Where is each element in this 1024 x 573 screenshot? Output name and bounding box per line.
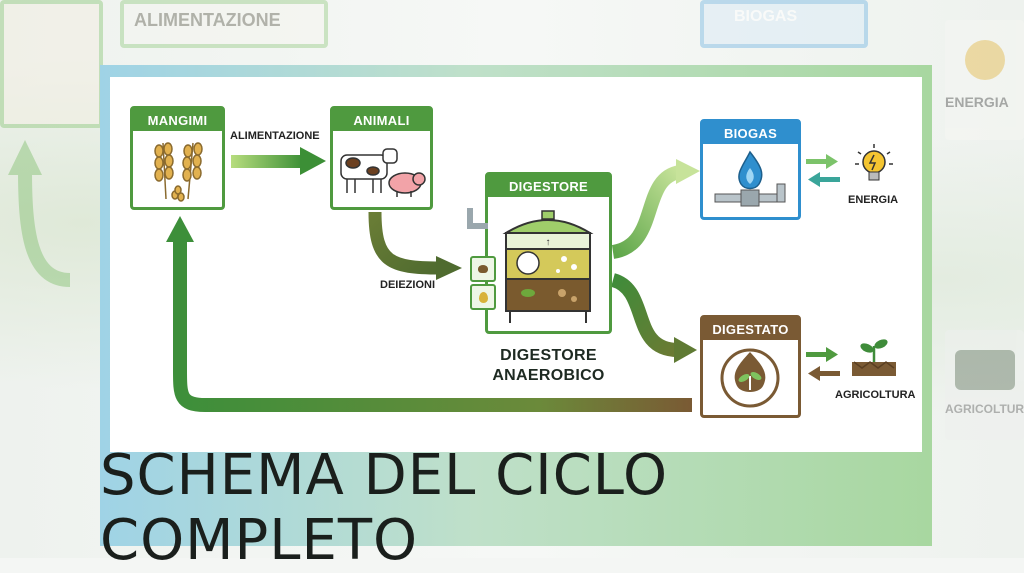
lightbulb-icon <box>855 144 893 181</box>
manure-dot <box>478 265 488 273</box>
oil-drop-shape <box>478 291 488 303</box>
flow-arrows <box>166 147 840 412</box>
label-digestore-anaerobico-2: ANAEROBICO <box>492 367 605 384</box>
svg-text:↑: ↑ <box>546 237 551 248</box>
node-mangimi-title: MANGIMI <box>133 109 222 131</box>
label-digestore-anaerobico-1: DIGESTORE <box>500 347 597 364</box>
manure-icon <box>470 256 496 282</box>
digester-tank-icon: ↑ <box>502 210 594 323</box>
background-label-alimentazione: ALIMENTAZIONE <box>134 10 281 30</box>
sprout-drop-icon <box>720 348 780 408</box>
plant-soil-icon <box>852 339 896 376</box>
arrow-deiezioni <box>368 211 462 280</box>
arrow-return-to-mangimi <box>166 216 692 412</box>
label-alimentazione: ALIMENTAZIONE <box>230 130 320 142</box>
arrow-alimentazione <box>231 147 326 175</box>
node-digestato-title: DIGESTATO <box>703 318 798 340</box>
background-card-right-bottom: AGRICOLTURA <box>945 330 1024 440</box>
node-biogas-title: BIOGAS <box>703 122 798 144</box>
label-deiezioni: DEIEZIONI <box>380 279 436 291</box>
label-agricoltura: AGRICOLTURA <box>835 389 916 401</box>
wheat-icon <box>154 142 203 202</box>
node-animali-title: ANIMALI <box>333 109 430 131</box>
arrows-digestato-agricoltura <box>806 347 840 381</box>
cow-pig-icon <box>340 148 426 197</box>
node-biogas: BIOGAS <box>700 119 801 220</box>
node-digestore-title: DIGESTORE <box>488 175 609 197</box>
diagram-title: SCHEMA DEL CICLO COMPLETO <box>100 443 669 573</box>
background-card-top-left: ALIMENTAZIONE <box>120 0 328 48</box>
arrows-biogas-energia <box>806 154 840 187</box>
background-label-agricoltura: AGRICOLTURA <box>945 402 1024 416</box>
background-green-arrow <box>8 140 71 287</box>
oil-drop-icon <box>470 284 496 310</box>
background-bulb-icon <box>964 40 1005 80</box>
background-label-biogas: BIOGAS <box>734 8 798 25</box>
node-digestore: DIGESTORE ↑ <box>485 172 612 334</box>
gas-flame-icon <box>714 150 786 207</box>
digester-inlet-pipe-icon <box>467 208 488 229</box>
background-card-top-right: BIOGAS <box>700 0 868 48</box>
background-label-energia: ENERGIA <box>945 94 1009 110</box>
node-animali: ANIMALI <box>330 106 433 210</box>
arrow-to-digestato <box>610 273 697 363</box>
background-card-right: ENERGIA <box>945 20 1024 140</box>
node-mangimi: MANGIMI <box>130 106 225 210</box>
arrow-to-biogas <box>611 159 700 259</box>
background-tractor-icon <box>954 350 1015 390</box>
background-card-left <box>0 0 103 128</box>
label-energia: ENERGIA <box>848 194 899 206</box>
node-digestato: DIGESTATO <box>700 315 801 418</box>
